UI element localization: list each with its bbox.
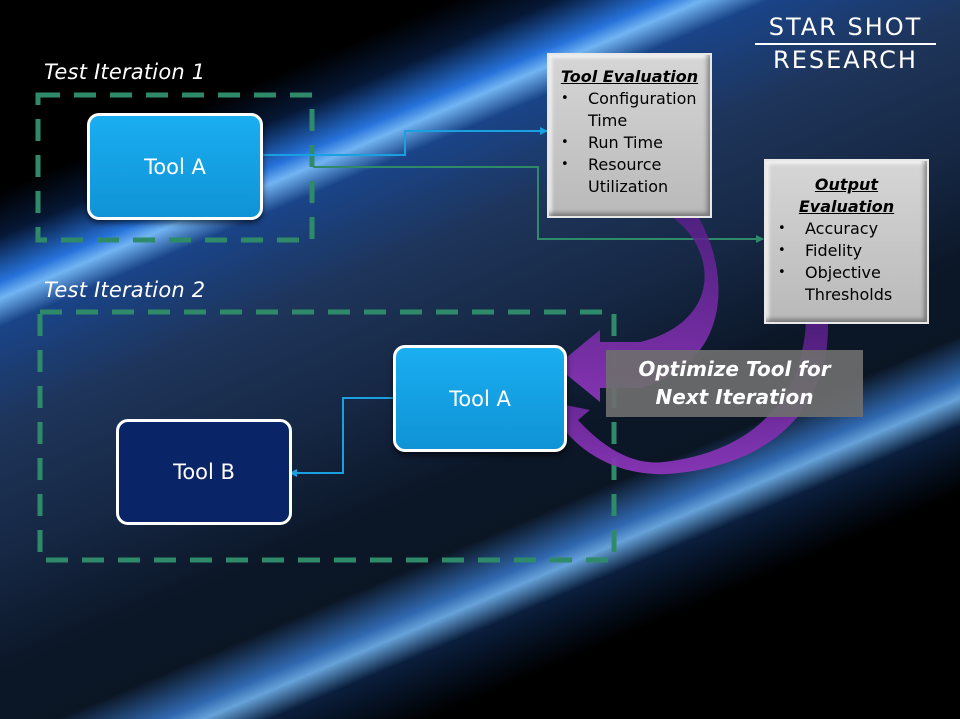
output-evaluation-title-text: Output Evaluation — [798, 175, 895, 216]
star-shot-research-logo: STAR SHOT RESEARCH — [755, 14, 936, 74]
tool-evaluation-title: Tool Evaluation — [560, 67, 699, 86]
output-evaluation-item: Fidelity — [778, 240, 927, 262]
iteration1-title: Test Iteration 1 — [44, 60, 206, 84]
connector-tool-a-to-tool-b — [289, 397, 393, 477]
connector-tool-a-to-output-evaluation — [313, 166, 764, 243]
iteration2-container — [37, 309, 617, 563]
iteration1-container — [35, 92, 315, 243]
iteration2-title: Test Iteration 2 — [44, 278, 206, 302]
output-evaluation-item: Objective Thresholds — [778, 262, 927, 306]
tool-evaluation-item: Resource Utilization — [561, 154, 710, 198]
optimize-line1: Optimize Tool for — [638, 357, 831, 381]
optimize-arrow-from-output-evaluation — [540, 322, 829, 475]
tool-evaluation-item: Configuration Time — [561, 88, 710, 132]
tool-evaluation-item: Run Time — [561, 132, 710, 154]
tool-evaluation-box: Tool Evaluation Configuration Time Run T… — [547, 53, 712, 218]
optimize-line2: Next Iteration — [655, 385, 814, 409]
output-evaluation-item: Accuracy — [778, 218, 927, 240]
output-evaluation-list: Accuracy Fidelity Objective Thresholds — [766, 218, 927, 306]
output-evaluation-title: Output Evaluation — [766, 174, 927, 218]
optimize-label-box: Optimize Tool for Next Iteration — [606, 350, 863, 417]
logo-divider — [755, 43, 936, 45]
logo-line1: STAR SHOT — [768, 13, 923, 41]
iteration1-tool-a: Tool A — [87, 113, 263, 220]
iteration2-tool-b: Tool B — [116, 419, 292, 525]
logo-line2: RESEARCH — [773, 46, 918, 74]
connector-tool-a-to-tool-evaluation — [263, 127, 548, 156]
output-evaluation-box: Output Evaluation Accuracy Fidelity Obje… — [764, 159, 929, 324]
tool-evaluation-list: Configuration Time Run Time Resource Uti… — [549, 88, 710, 198]
iteration2-tool-a: Tool A — [393, 345, 567, 452]
